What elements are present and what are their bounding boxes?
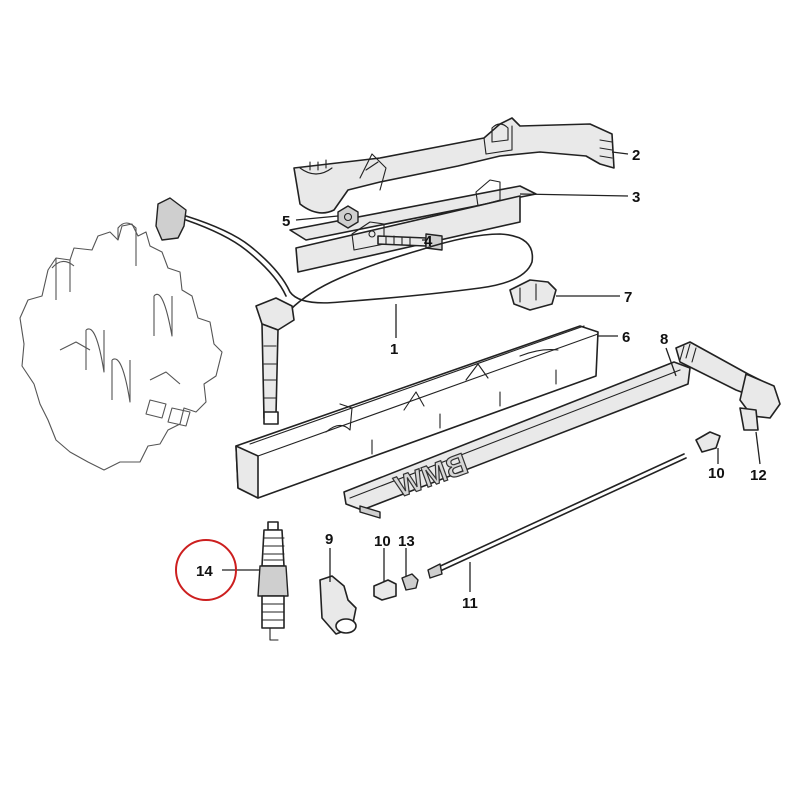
callout-5: 5 [282, 213, 290, 230]
part-9-elbow-boot [319, 575, 357, 635]
callout-7: 7 [624, 289, 632, 306]
callout-1: 1 [390, 341, 398, 358]
callout-3: 3 [632, 189, 640, 206]
cover-logo: BMW [390, 448, 472, 505]
callout-2: 2 [632, 147, 640, 164]
part-12-boot [675, 341, 781, 431]
callout-11: 11 [462, 595, 478, 612]
highlight-circle [175, 539, 237, 601]
callout-6: 6 [622, 329, 630, 346]
leader-lines [222, 151, 761, 592]
callout-10-middle: 10 [374, 533, 391, 550]
part-7-clip [509, 279, 557, 311]
callout-12: 12 [750, 467, 767, 484]
part-2-heat-shield [293, 117, 615, 214]
callouts: 1 2 3 4 5 6 7 8 9 10 10 11 12 13 14 [196, 147, 767, 612]
part-10-connector-middle [373, 579, 397, 601]
part-5-nut [337, 205, 359, 229]
part-1-ignition-lead [155, 197, 534, 425]
callout-10-right: 10 [708, 465, 725, 482]
callout-14: 14 [196, 563, 213, 580]
part-14-spark-plug [257, 521, 289, 641]
callout-4: 4 [424, 233, 433, 250]
part-13-cap [401, 573, 419, 591]
callout-13: 13 [398, 533, 415, 550]
engine-outline [19, 222, 223, 471]
callout-9: 9 [325, 531, 333, 548]
part-4-bolt [377, 233, 443, 251]
part-6-housing-tray [235, 325, 599, 499]
part-10-connector-right [695, 431, 721, 453]
part-11-rod [427, 453, 687, 579]
callout-8: 8 [660, 331, 668, 348]
